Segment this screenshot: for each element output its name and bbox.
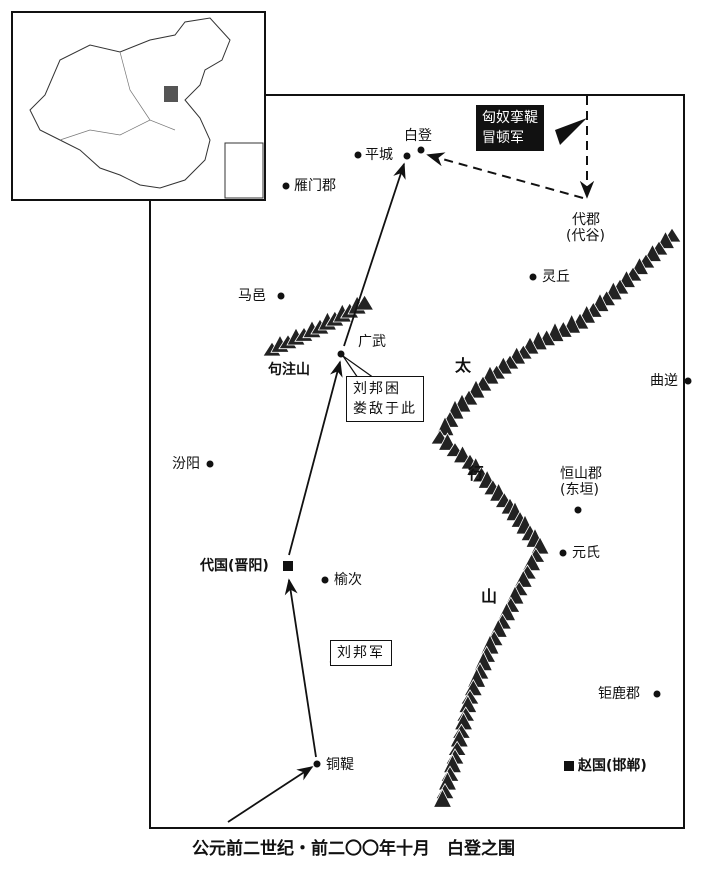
label-zhaoguo: 赵国(邯郸) bbox=[578, 758, 647, 774]
label-tongdi: 铜鞮 bbox=[326, 757, 354, 773]
label-mountain-hang: 行 bbox=[468, 464, 485, 483]
inset-south-sea-box bbox=[224, 142, 264, 199]
label-mayi: 马邑 bbox=[238, 288, 266, 304]
inset-china-outline bbox=[29, 17, 231, 189]
inset-highlight-region bbox=[164, 86, 178, 102]
label-yuci: 榆次 bbox=[334, 572, 362, 588]
label-gouzhushan: 句注山 bbox=[268, 362, 310, 378]
label-lingqiu: 灵丘 bbox=[542, 269, 570, 285]
label-pingcheng: 平城 bbox=[365, 147, 393, 163]
xiongnu-line-2: 冒顿军 bbox=[482, 130, 524, 146]
route-arrow-2 bbox=[284, 578, 317, 758]
callout-line-1: 刘邦困 bbox=[353, 381, 401, 397]
route-arrow-4 bbox=[343, 162, 406, 347]
label-julu: 钜鹿郡 bbox=[598, 686, 640, 702]
label-yuanshi: 元氏 bbox=[572, 545, 600, 561]
label-fenyang: 汾阳 bbox=[172, 456, 200, 472]
label-guangwu: 广武 bbox=[358, 334, 386, 350]
callout-liubang-trapped: 刘邦困 娄敌于此 bbox=[346, 376, 424, 422]
mountain-peak bbox=[354, 294, 375, 311]
label-yanmen: 雁门郡 bbox=[294, 178, 336, 194]
route-arrow-1 bbox=[227, 766, 314, 823]
place-markers bbox=[206, 146, 692, 771]
route-arrow-3 bbox=[288, 360, 343, 556]
callout-xiongnu-army: 匈奴挛鞮 冒顿军 bbox=[476, 105, 544, 151]
label-quni: 曲逆 bbox=[650, 373, 678, 389]
map-frame bbox=[149, 94, 685, 829]
callout-line-2: 娄敌于此 bbox=[353, 401, 417, 417]
callout-liubang-army: 刘邦军 bbox=[330, 640, 392, 666]
xiongnu-line-1: 匈奴挛鞮 bbox=[482, 110, 538, 126]
map-title: 公元前二世纪・前二〇〇年十月 白登之围 bbox=[192, 839, 515, 859]
label-daijun: 代郡 bbox=[572, 212, 600, 228]
label-mountain-shan: 山 bbox=[481, 587, 498, 606]
mountain-peak bbox=[437, 432, 458, 451]
label-daiguo: 代国(晋阳) bbox=[200, 558, 269, 574]
mountain-ranges bbox=[262, 227, 682, 808]
label-hengshan: 恒山郡 bbox=[560, 466, 602, 482]
inset-map-frame bbox=[11, 11, 266, 201]
label-baideng: 白登 bbox=[404, 128, 432, 144]
label-dongyuan: (东垣) bbox=[560, 482, 599, 498]
label-daigu: (代谷) bbox=[566, 228, 605, 244]
mountain-peak bbox=[432, 788, 453, 808]
label-mountain-tai: 太 bbox=[455, 356, 472, 375]
xiongnu-route-2 bbox=[426, 152, 584, 199]
